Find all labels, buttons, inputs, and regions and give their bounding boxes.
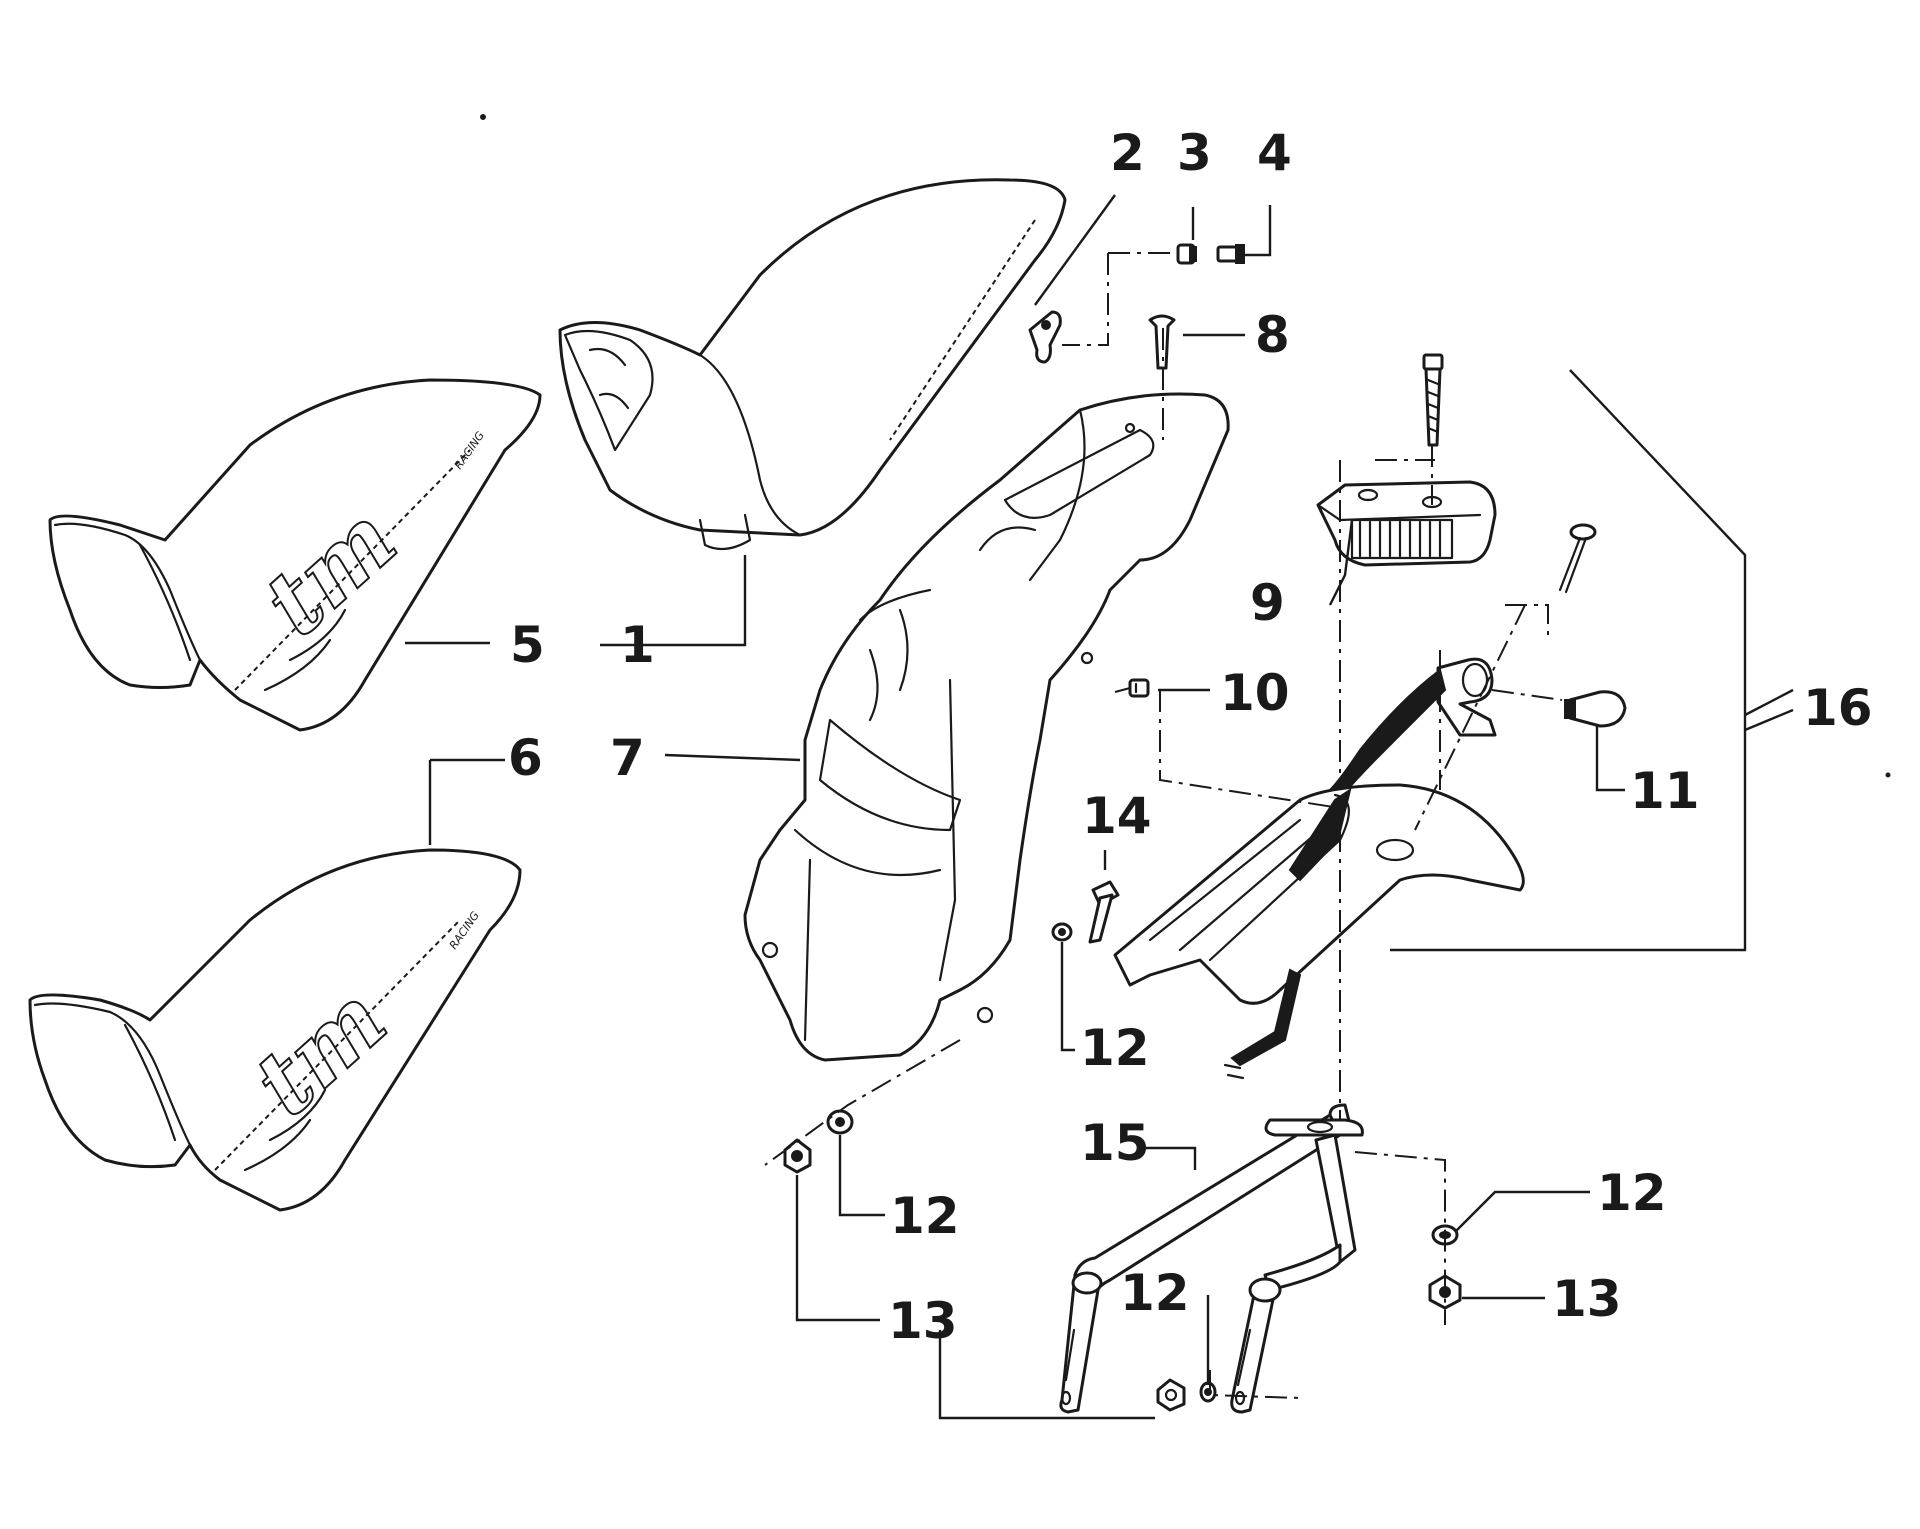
callout-3: 3 xyxy=(1177,124,1212,182)
assembly-axis-lines xyxy=(764,252,1563,1399)
callout-8: 8 xyxy=(1255,306,1290,364)
seat-part-6: tm RACING xyxy=(28,848,522,1212)
callout-labels: 2 3 4 8 9 1 5 6 7 10 11 16 14 12 12 12 1… xyxy=(508,124,1873,1350)
tail-light-part-9 xyxy=(1316,480,1497,567)
indicator-bracket-assembly xyxy=(1328,657,1497,800)
callout-13-right: 13 xyxy=(1552,1270,1622,1328)
callout-12-center: 12 xyxy=(1080,1019,1150,1077)
bracket-part-2 xyxy=(1028,310,1062,364)
callout-10: 10 xyxy=(1220,664,1290,722)
small-screw-upper-right xyxy=(1558,523,1597,594)
callout-1: 1 xyxy=(620,616,655,674)
screw-part-14 xyxy=(1088,880,1120,944)
callout-9: 9 xyxy=(1250,574,1285,632)
callout-7: 7 xyxy=(610,729,645,787)
callout-4: 4 xyxy=(1257,124,1292,182)
callout-5: 5 xyxy=(510,616,545,674)
callout-12-right: 12 xyxy=(1597,1164,1667,1222)
callout-15: 15 xyxy=(1080,1114,1150,1172)
callout-13-left: 13 xyxy=(888,1292,958,1350)
nut-13-left xyxy=(783,1138,812,1174)
scan-speck xyxy=(480,114,486,120)
nut-13-bottom xyxy=(1156,1378,1186,1412)
washer-12-bottom-left xyxy=(826,1109,854,1135)
nut-part-10 xyxy=(1128,678,1150,698)
seat-part-1 xyxy=(558,178,1067,551)
callout-2: 2 xyxy=(1110,124,1145,182)
frame-stay-part-15 xyxy=(1059,1103,1364,1414)
callout-16: 16 xyxy=(1803,679,1873,737)
bolt-above-tail-light xyxy=(1422,353,1444,447)
rear-fender-part-7 xyxy=(743,392,1230,1062)
bulb-part-11 xyxy=(1564,690,1627,728)
leader-lines xyxy=(405,194,1794,1420)
seat-part-5: tm RACING xyxy=(48,378,542,732)
callout-11: 11 xyxy=(1630,762,1700,820)
washer-12-bottom-center xyxy=(1199,1381,1217,1403)
screw-part-4 xyxy=(1216,244,1245,264)
callout-6: 6 xyxy=(508,729,543,787)
scan-speck xyxy=(1885,772,1891,778)
callout-12-bottom-center: 12 xyxy=(1120,1264,1190,1322)
callout-14: 14 xyxy=(1082,787,1152,845)
grommet-part-3 xyxy=(1176,243,1197,265)
callout-12-bottom-left: 12 xyxy=(890,1187,960,1245)
nut-13-right xyxy=(1428,1274,1462,1310)
number-plate-holder xyxy=(1113,783,1525,1080)
washer-12-under-14 xyxy=(1051,922,1073,942)
